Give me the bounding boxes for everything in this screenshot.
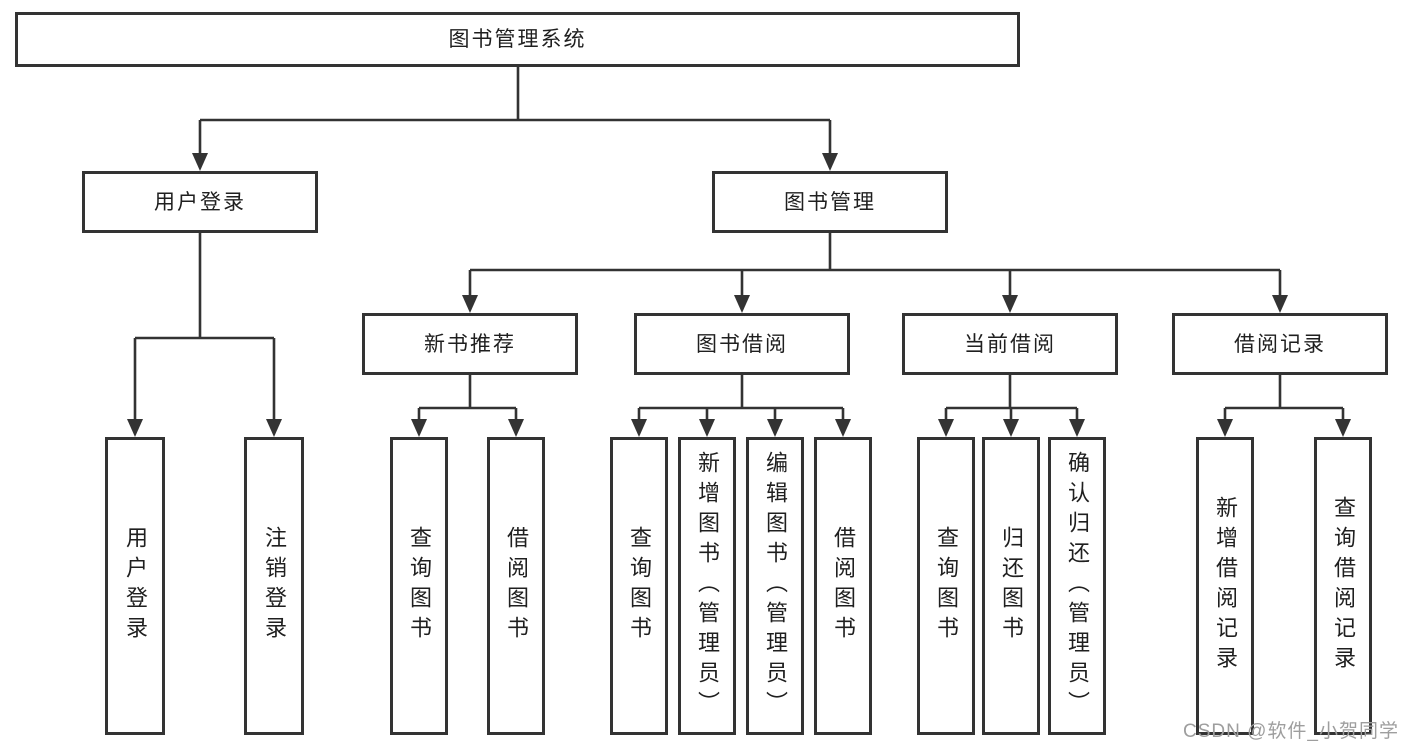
leaf-query-books-recommend: 查询图书 — [390, 437, 448, 735]
leaf-query-borrow-record: 查询借阅记录 — [1314, 437, 1372, 735]
leaf-query-books-current: 查询图书 — [917, 437, 975, 735]
leaf-return-books: 归还图书 — [982, 437, 1040, 735]
leaf-logout: 注销登录 — [244, 437, 304, 735]
leaf-add-books-admin: 新增图书（管理员） — [678, 437, 736, 735]
leaf-query-books-borrow: 查询图书 — [610, 437, 668, 735]
leaf-confirm-return-admin: 确认归还（管理员） — [1048, 437, 1106, 735]
leaf-user-login: 用户登录 — [105, 437, 165, 735]
node-new-book-recommend: 新书推荐 — [362, 313, 578, 375]
node-book-management: 图书管理 — [712, 171, 948, 233]
leaf-borrow-books: 借阅图书 — [814, 437, 872, 735]
leaf-add-borrow-record: 新增借阅记录 — [1196, 437, 1254, 735]
leaf-borrow-books-recommend: 借阅图书 — [487, 437, 545, 735]
node-root-system: 图书管理系统 — [15, 12, 1020, 67]
node-book-borrow: 图书借阅 — [634, 313, 850, 375]
leaf-edit-books-admin: 编辑图书（管理员） — [746, 437, 804, 735]
node-current-borrow: 当前借阅 — [902, 313, 1118, 375]
node-borrow-records: 借阅记录 — [1172, 313, 1388, 375]
node-user-login: 用户登录 — [82, 171, 318, 233]
csdn-watermark: CSDN @软件_小贺同学 — [1183, 721, 1399, 742]
